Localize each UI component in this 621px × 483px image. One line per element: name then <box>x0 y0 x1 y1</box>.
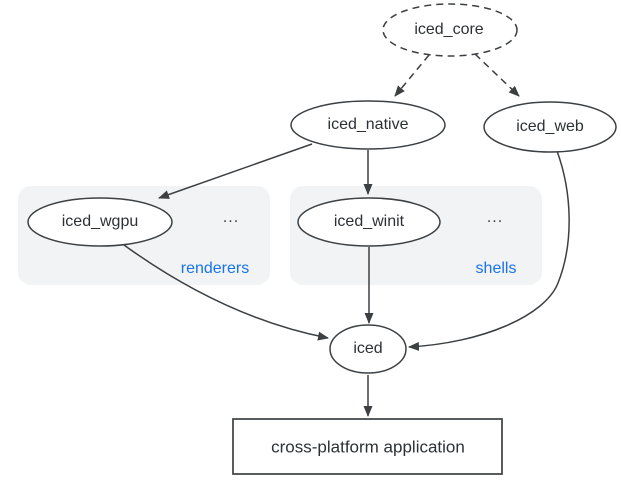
node-application-label: cross-platform application <box>271 437 465 457</box>
node-iced-winit-shape <box>297 197 441 247</box>
renderers-group-label: renderers <box>180 260 250 277</box>
edge-web-to-iced <box>408 150 570 351</box>
node-iced-native-shape <box>290 100 446 150</box>
node-iced-core-shape <box>382 3 518 57</box>
node-iced-web-label: iced_web <box>516 118 584 135</box>
node-iced-winit-label: iced_winit <box>333 213 405 230</box>
edge-native-to-wgpu <box>158 143 313 199</box>
node-iced-wgpu-label: iced_wgpu <box>61 213 139 230</box>
node-iced-wgpu-shape <box>27 197 173 247</box>
node-iced-shape <box>329 324 407 374</box>
node-iced-core-label: iced_core <box>414 21 484 38</box>
edge-core-to-native <box>394 54 430 97</box>
node-iced-native-label: iced_native <box>327 116 409 133</box>
node-iced-web-shape <box>483 101 617 153</box>
edge-wgpu-to-iced <box>123 244 329 341</box>
edge-core-to-web <box>474 53 520 97</box>
renderers-ellipsis-label: ... <box>222 209 240 226</box>
node-application-shape <box>232 418 503 475</box>
shells-group-label: shells <box>475 260 517 277</box>
shells-ellipsis-label: ... <box>486 209 504 226</box>
node-iced-label: iced <box>353 340 383 357</box>
